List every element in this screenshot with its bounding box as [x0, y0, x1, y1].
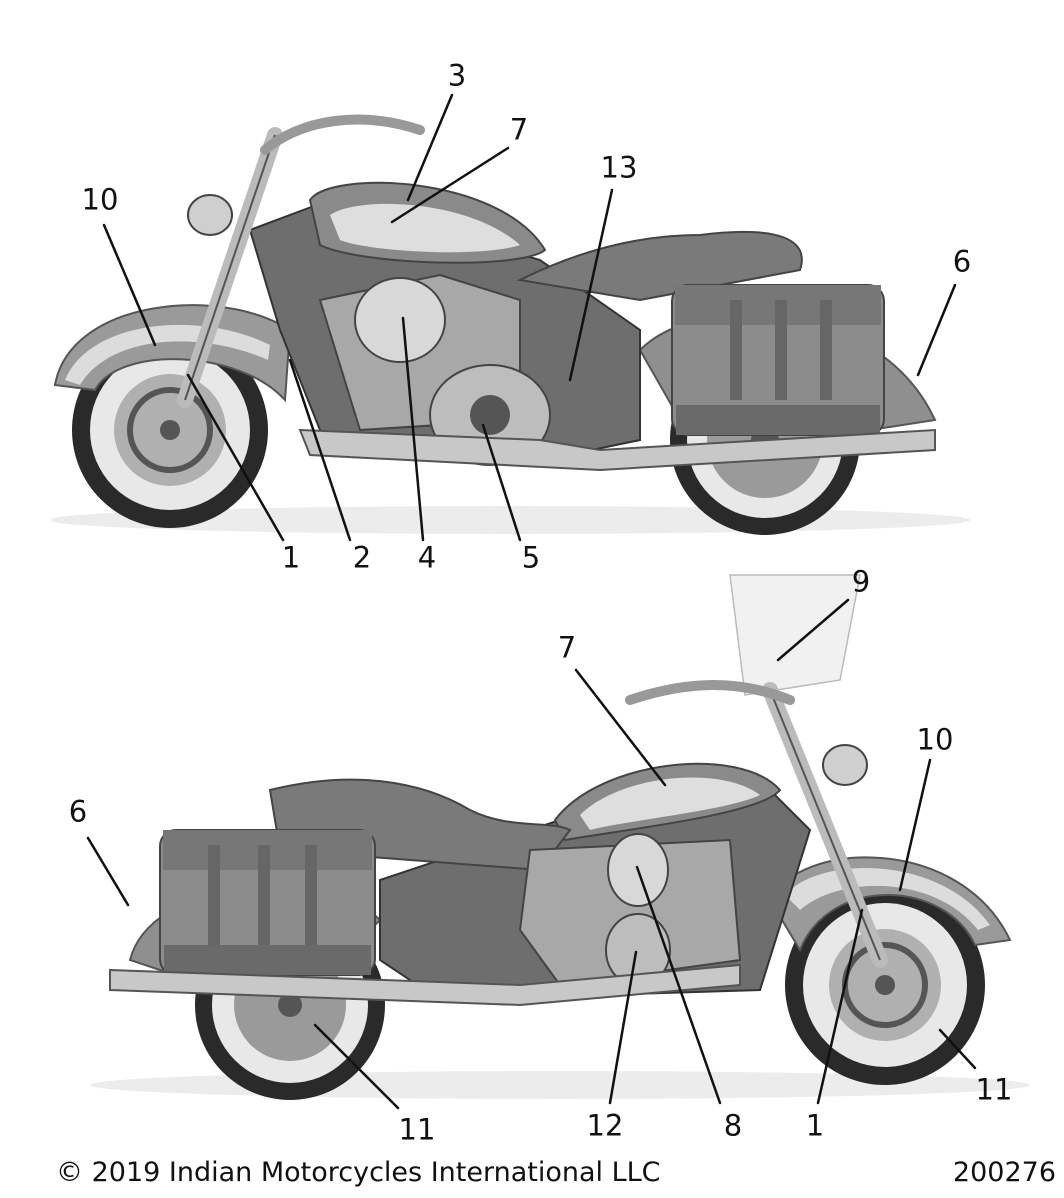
callout-top-2: 2 — [352, 540, 372, 575]
leader-top-3 — [406, 93, 454, 202]
bottom-tank-panel — [580, 777, 760, 830]
leader-bottom-11-rear — [313, 1023, 400, 1110]
leader-bottom-10 — [898, 758, 932, 892]
top-front-wheel — [72, 332, 268, 528]
document-number: 200276 — [952, 1157, 1056, 1188]
callout-top-3: 3 — [447, 58, 467, 93]
callout-top-5: 5 — [521, 540, 541, 575]
leader-bottom-8 — [635, 865, 722, 1105]
callout-bottom-12: 12 — [586, 1108, 624, 1143]
leader-top-7 — [390, 146, 510, 224]
bottom-exhaust — [109, 963, 741, 1007]
callout-bottom-9: 9 — [851, 564, 871, 599]
leader-bottom-9 — [776, 598, 850, 662]
callout-top-7: 7 — [509, 112, 529, 147]
top-engine — [318, 273, 551, 466]
callout-bottom-1: 1 — [805, 1108, 825, 1143]
callout-top-6: 6 — [952, 244, 972, 279]
leader-top-2 — [288, 358, 352, 542]
leader-lines — [86, 93, 977, 1110]
top-saddlebag — [671, 284, 885, 436]
callout-top-4: 4 — [417, 540, 437, 575]
top-tank-panel — [330, 203, 520, 253]
bottom-headlight — [822, 744, 868, 786]
leader-bottom-12 — [608, 950, 638, 1105]
callout-bottom-7: 7 — [557, 630, 577, 665]
bottom-engine — [518, 833, 742, 987]
top-motorcycle — [50, 114, 970, 535]
leader-bottom-6 — [86, 836, 130, 907]
copyright-notice: © 2019 Indian Motorcycles International … — [56, 1157, 661, 1188]
bottom-handlebar — [625, 680, 795, 705]
callout-bottom-8: 8 — [723, 1108, 743, 1143]
leader-top-1 — [186, 373, 285, 542]
bottom-windshield — [729, 574, 861, 696]
top-headlight — [187, 194, 233, 236]
top-handlebar — [260, 114, 425, 155]
leader-bottom-11-front — [938, 1028, 977, 1070]
leader-top-10 — [102, 223, 157, 347]
leader-top-13 — [568, 188, 614, 382]
callout-bottom-10: 10 — [916, 722, 954, 757]
top-front-fender-stripe — [65, 324, 270, 385]
bottom-motorcycle — [90, 574, 1030, 1100]
bottom-saddlebag — [159, 829, 376, 976]
callout-top-13: 13 — [600, 150, 638, 185]
top-exhaust — [298, 428, 936, 472]
callout-bottom-11-rear: 11 — [398, 1112, 436, 1147]
leader-bottom-7 — [574, 668, 667, 787]
callout-top-1: 1 — [281, 540, 301, 575]
callout-bottom-6: 6 — [68, 794, 88, 829]
leader-top-6 — [916, 283, 957, 377]
callout-top-10: 10 — [81, 182, 119, 217]
bottom-front-fender-stripe — [785, 867, 990, 930]
leader-top-5 — [481, 423, 522, 542]
leader-top-4 — [401, 316, 425, 542]
leader-bottom-1 — [816, 908, 864, 1105]
bottom-front-wheel — [785, 885, 985, 1085]
callout-bottom-11-front: 11 — [975, 1072, 1013, 1107]
